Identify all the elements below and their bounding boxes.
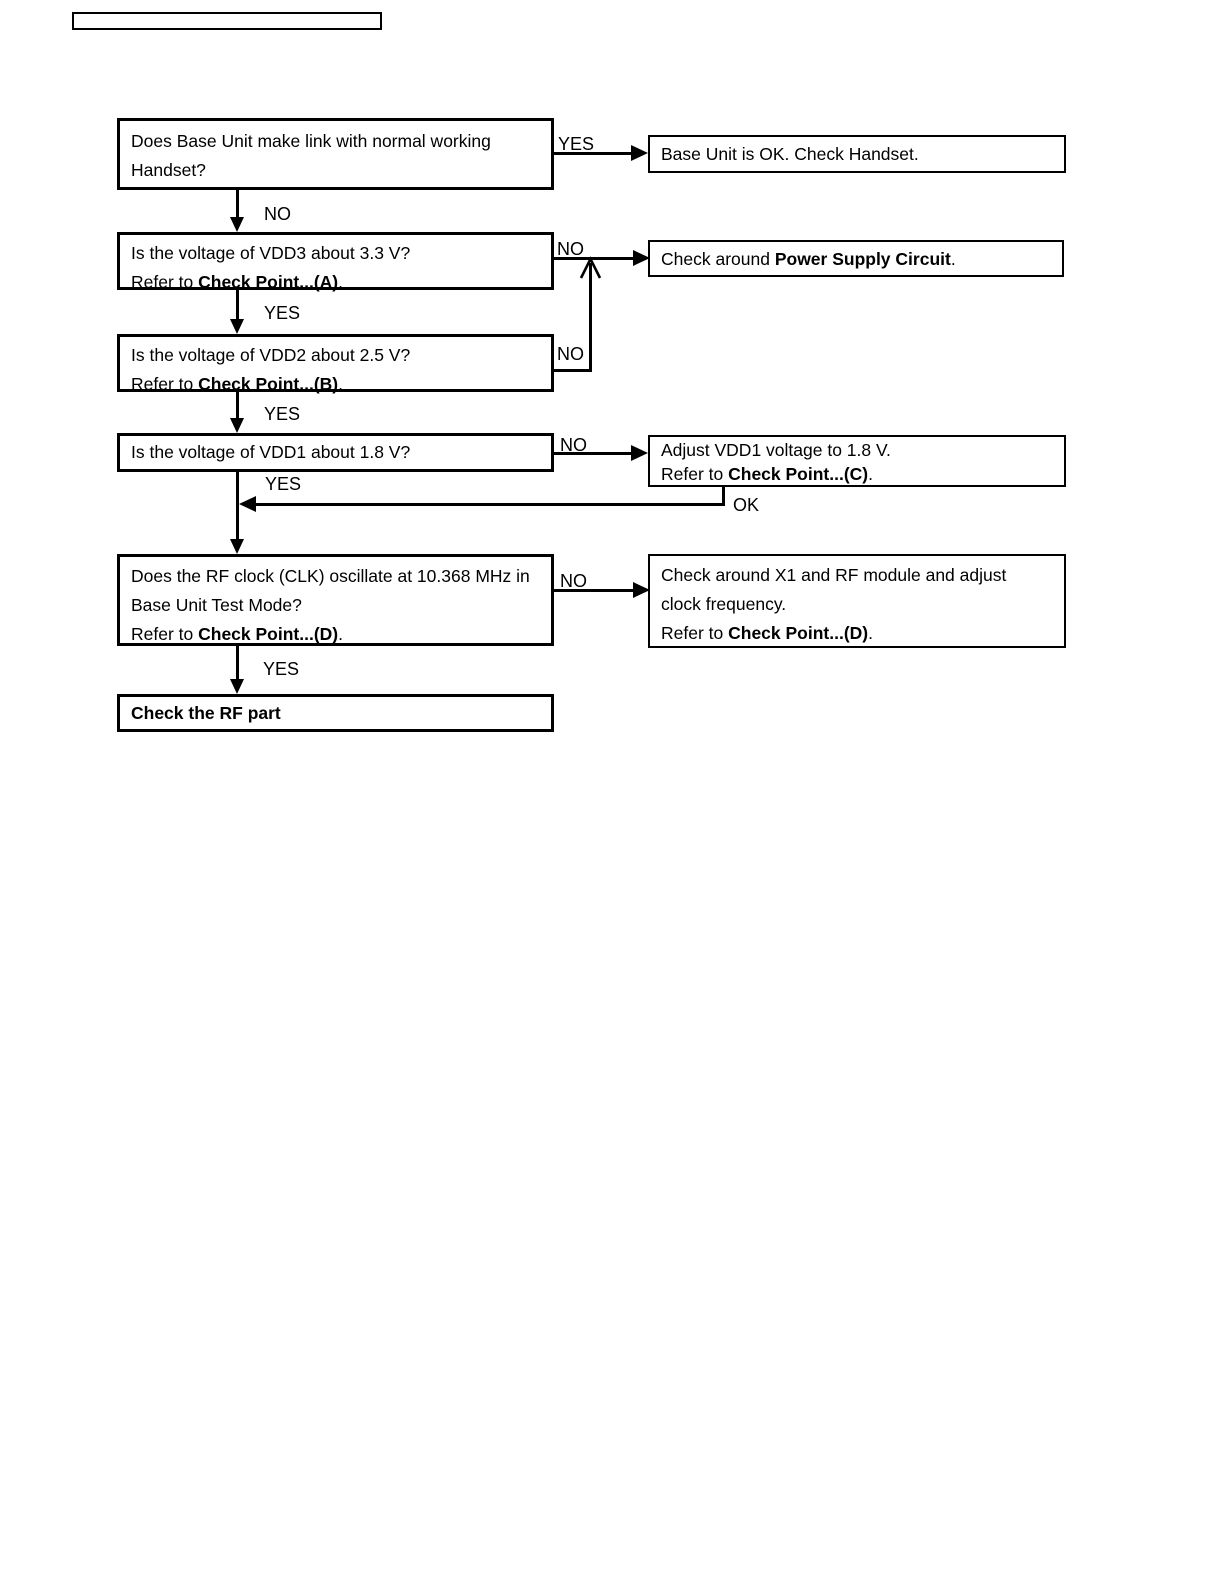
text-line: Is the voltage of VDD2 about 2.5 V? (131, 341, 540, 370)
arrowhead-down (230, 418, 244, 433)
text-line: Base Unit Test Mode? (131, 591, 540, 620)
text-line: Does Base Unit make link with normal wor… (131, 127, 540, 156)
arrow-q-vdd3-no-right (554, 257, 633, 260)
text-segment: Is the voltage of VDD3 about 3.3 V? (131, 243, 411, 263)
text-segment: . (868, 623, 874, 643)
node-q-rf-clock: Does the RF clock (CLK) oscillate at 10.… (117, 554, 554, 646)
arrowhead-left (239, 496, 256, 512)
edge-label-no: NO (560, 435, 587, 455)
text-segment: . (338, 624, 344, 644)
text-line: Handset? (131, 156, 540, 185)
text-segment-bold: Power Supply Circuit (774, 249, 951, 269)
arrow-q-vdd3-yes-down (236, 290, 239, 320)
node-final-rf-part: Check the RF part (117, 694, 554, 732)
text-line: Refer to Check Point...(D). (131, 620, 540, 649)
edge-label-no: NO (264, 204, 291, 224)
edge-label-yes: YES (558, 134, 595, 154)
text-segment: . (338, 374, 344, 394)
text-line: Base Unit is OK. Check Handset. (661, 140, 1053, 169)
arrow-q-link-no-down (236, 190, 239, 218)
arrow-q-vdd1-no-right (554, 452, 632, 455)
text-line: Refer to Check Point...(C). (661, 462, 1053, 486)
text-segment: Is the voltage of VDD1 about 1.8 V? (131, 442, 411, 462)
text-segment: Base Unit is OK. Check Handset. (661, 144, 919, 164)
text-line: Does the RF clock (CLK) oscillate at 10.… (131, 562, 540, 591)
text-segment: Handset? (131, 160, 206, 180)
text-segment-bold: Check Point...(D) (198, 624, 339, 644)
edge-label-no: NO (557, 344, 584, 364)
text-line: Check the RF part (131, 699, 540, 728)
node-r-adjust-vdd1: Adjust VDD1 voltage to 1.8 V. Refer to C… (648, 435, 1066, 487)
text-segment: Adjust VDD1 voltage to 1.8 V. (661, 440, 891, 460)
arrowhead-right (631, 445, 648, 461)
arrowhead-up-open (579, 256, 602, 279)
edge-label-yes: YES (265, 474, 302, 494)
text-segment: Refer to (661, 464, 729, 484)
header-box (72, 12, 382, 30)
edge-label-yes: YES (263, 659, 300, 679)
text-segment: Does the RF clock (CLK) oscillate at 10.… (131, 566, 530, 586)
arrowhead-down (230, 679, 244, 694)
text-segment: clock frequency. (661, 594, 787, 614)
text-segment-bold: Check Point...(A) (198, 272, 339, 292)
arrow-q-link-yes-right (554, 152, 632, 155)
text-segment: Refer to (131, 374, 199, 394)
text-segment: Base Unit Test Mode? (131, 595, 302, 615)
line-ok-drop (722, 487, 725, 506)
text-segment: Refer to (131, 272, 199, 292)
arrowhead-right (633, 582, 650, 598)
text-segment: . (950, 249, 956, 269)
text-segment: Check around (661, 249, 775, 269)
text-segment: Refer to (131, 624, 199, 644)
arrowhead-down (230, 539, 244, 554)
node-q-vdd3: Is the voltage of VDD3 about 3.3 V? Refe… (117, 232, 554, 292)
text-line: Refer to Check Point...(A). (131, 268, 540, 297)
edge-label-yes: YES (264, 404, 301, 424)
text-segment: Refer to (661, 623, 729, 643)
arrowhead-right (631, 145, 648, 161)
text-line: Refer to Check Point...(B). (131, 370, 540, 399)
text-segment: Does Base Unit make link with normal wor… (131, 131, 491, 151)
arrow-q-vdd1-yes-down (236, 472, 239, 540)
text-segment-bold: Check the RF part (131, 703, 281, 723)
text-segment: . (338, 272, 344, 292)
arrowhead-right (633, 250, 650, 266)
node-r-x1-clock: Check around X1 and RF module and adjust… (648, 554, 1066, 648)
line-ok-return (253, 503, 724, 506)
arrowhead-down (230, 319, 244, 334)
node-r-power-supply: Check around Power Supply Circuit. (648, 240, 1064, 277)
text-line: Check around Power Supply Circuit. (661, 245, 1051, 274)
text-line: Check around X1 and RF module and adjust (661, 561, 1053, 590)
text-segment: Check around X1 and RF module and adjust (661, 565, 1007, 585)
text-line: Adjust VDD1 voltage to 1.8 V. (661, 438, 1053, 462)
line-q-vdd2-no-exit (554, 369, 592, 372)
text-segment-bold: Check Point...(B) (198, 374, 339, 394)
arrow-q-clock-no-right (554, 589, 633, 592)
text-line: Refer to Check Point...(D). (661, 619, 1053, 648)
node-r-base-ok: Base Unit is OK. Check Handset. (648, 135, 1066, 173)
text-line: clock frequency. (661, 590, 1053, 619)
text-line: Is the voltage of VDD1 about 1.8 V? (131, 438, 540, 467)
arrowhead-down (230, 217, 244, 232)
text-segment: Is the voltage of VDD2 about 2.5 V? (131, 345, 411, 365)
edge-label-ok: OK (733, 495, 760, 515)
text-segment: . (868, 464, 874, 484)
text-line: Is the voltage of VDD3 about 3.3 V? (131, 239, 540, 268)
node-q-vdd1: Is the voltage of VDD1 about 1.8 V? (117, 433, 554, 472)
arrow-q-clock-yes-down (236, 646, 239, 680)
node-q-base-link: Does Base Unit make link with normal wor… (117, 118, 554, 190)
edge-label-no: NO (560, 571, 587, 591)
arrow-q-vdd2-yes-down (236, 392, 239, 419)
node-q-vdd2: Is the voltage of VDD2 about 2.5 V? Refe… (117, 334, 554, 394)
edge-label-no: NO (557, 239, 584, 259)
text-segment-bold: Check Point...(D) (728, 623, 869, 643)
text-segment-bold: Check Point...(C) (728, 464, 869, 484)
line-no-junction-up (589, 263, 592, 372)
edge-label-yes: YES (264, 303, 301, 323)
